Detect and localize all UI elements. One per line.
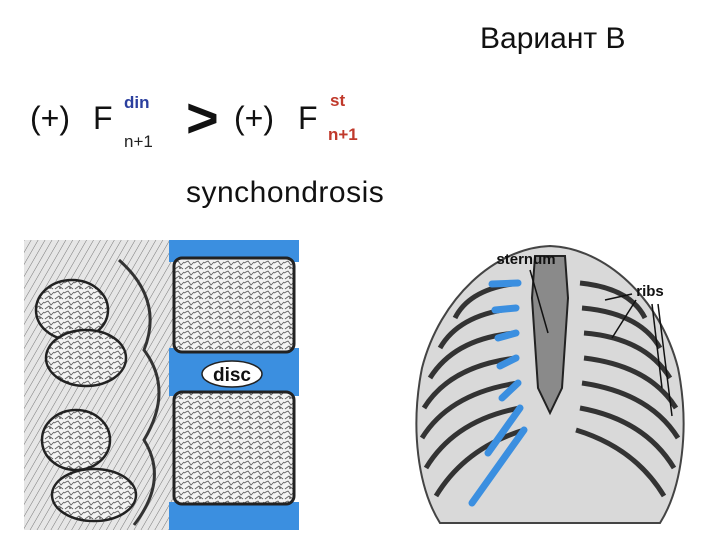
formula-right-subscript: n+1 xyxy=(328,125,358,145)
ribs-label: ribs xyxy=(636,283,664,300)
formula-greater-than: > xyxy=(186,90,219,146)
formula-right-superscript: st xyxy=(330,91,345,111)
vertebral-body xyxy=(174,258,294,352)
formula-left-subscript: n+1 xyxy=(124,132,153,152)
formula-right-sign: (+) xyxy=(234,100,274,137)
formula-left-sign: (+) xyxy=(30,100,70,137)
spinous-process xyxy=(42,410,110,470)
variant-title: Вариант B xyxy=(480,22,625,56)
formula-left-superscript: din xyxy=(124,93,150,113)
formula-left-F: F xyxy=(93,100,113,137)
lamina xyxy=(46,330,126,386)
sternum-label: sternum xyxy=(496,251,555,268)
synchondrosis-label: synchondrosis xyxy=(186,176,384,210)
spine-illustration: disc xyxy=(24,240,304,530)
disc-label: disc xyxy=(213,365,251,386)
end-plate xyxy=(169,502,299,530)
formula-right-F: F xyxy=(298,100,318,137)
vertebral-body xyxy=(174,392,294,504)
lamina xyxy=(52,469,136,521)
ribcage-illustration: sternum ribs xyxy=(400,238,700,530)
